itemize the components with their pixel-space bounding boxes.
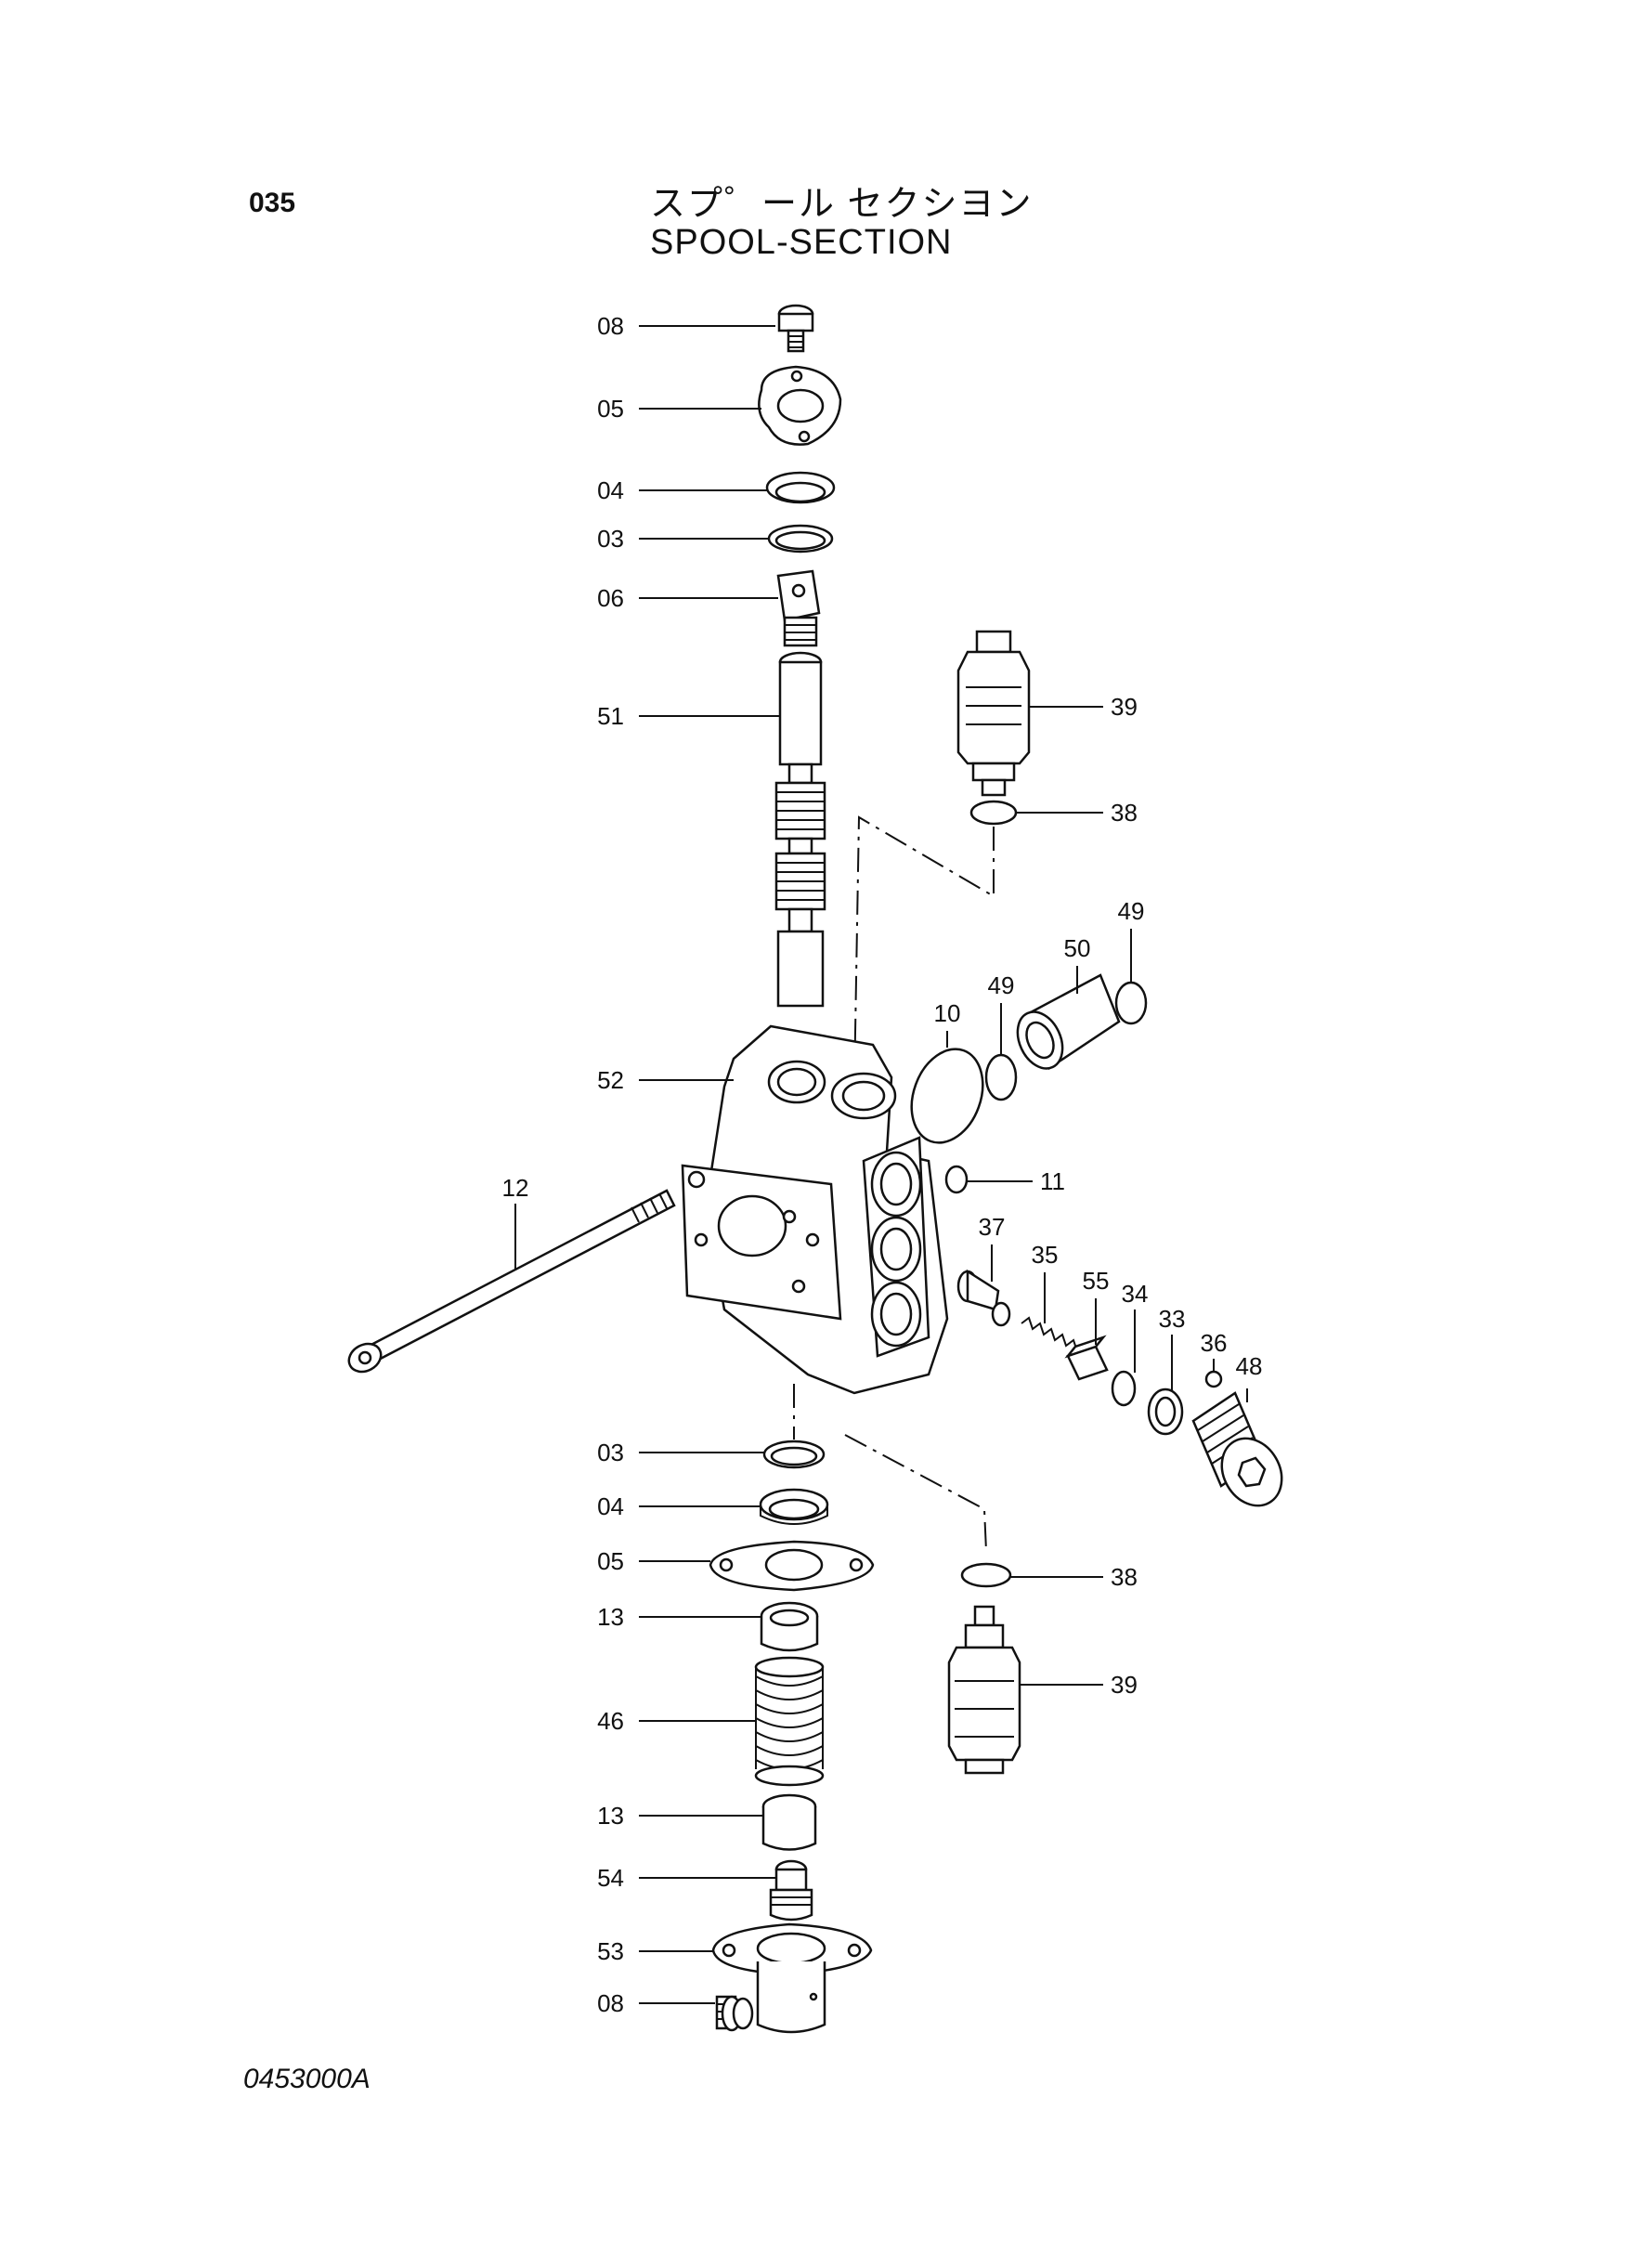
callout-13-lower: 13	[597, 1802, 624, 1830]
callout-11: 11	[1040, 1167, 1065, 1195]
part-04-bottom-seal	[759, 1488, 829, 1525]
part-10-o-ring	[910, 1048, 984, 1144]
callout-08-bottom: 08	[597, 1989, 624, 2017]
part-05-top-flange	[758, 365, 842, 446]
callout-06: 06	[597, 584, 624, 612]
part-54-stopper	[769, 1859, 813, 1922]
part-39-bottom-relief-valve	[947, 1605, 1021, 1775]
callout-51: 51	[597, 702, 624, 730]
part-53-cap	[711, 1922, 873, 2034]
callout-04-top: 04	[597, 476, 624, 504]
callout-49-left: 49	[988, 971, 1015, 999]
part-03-bottom-ring	[762, 1440, 826, 1469]
title-japanese: スプ゜ール セクシヨン	[650, 185, 1034, 224]
callout-33: 33	[1159, 1305, 1186, 1333]
part-48-plug	[1191, 1391, 1283, 1507]
callout-04-bottom: 04	[597, 1492, 624, 1520]
callout-46: 46	[597, 1707, 624, 1735]
part-52-valve-body	[681, 1024, 949, 1395]
part-38-bottom-o-ring	[960, 1562, 1012, 1588]
part-51-spool	[774, 651, 826, 1008]
callout-05-bottom: 05	[597, 1547, 624, 1575]
part-50-sleeve	[1016, 973, 1121, 1070]
part-11-small-o-ring	[944, 1165, 969, 1194]
callout-39-top: 39	[1111, 693, 1138, 721]
callout-38-bottom: 38	[1111, 1563, 1138, 1591]
callout-34: 34	[1122, 1280, 1149, 1308]
part-36-ball	[1204, 1370, 1223, 1388]
part-13-lower-retainer	[761, 1793, 817, 1851]
callout-03-top: 03	[597, 525, 624, 553]
page-number: 035	[249, 188, 296, 218]
callout-50: 50	[1064, 934, 1091, 962]
callout-12: 12	[502, 1174, 529, 1202]
part-12-long-bolt	[347, 1189, 676, 1374]
part-55-block	[1064, 1335, 1109, 1381]
part-49-right-o-ring	[1114, 981, 1148, 1025]
part-49-left-o-ring	[984, 1053, 1018, 1101]
part-35-spring	[1021, 1316, 1078, 1352]
part-34-o-ring	[1111, 1370, 1137, 1407]
part-06-spool-end	[776, 569, 821, 647]
part-46-spring	[754, 1656, 825, 1787]
drawing-code: 0453000A	[243, 2064, 371, 2094]
callout-35: 35	[1032, 1241, 1059, 1269]
callout-36: 36	[1201, 1329, 1228, 1357]
callout-48: 48	[1236, 1352, 1263, 1380]
callout-52: 52	[597, 1066, 624, 1094]
callout-54: 54	[597, 1864, 624, 1892]
callout-13-upper: 13	[597, 1603, 624, 1631]
part-05-bottom-flange	[709, 1540, 875, 1592]
callout-39-bottom: 39	[1111, 1671, 1138, 1699]
part-13-upper-retainer	[760, 1601, 819, 1652]
part-33-washer	[1147, 1388, 1184, 1436]
callout-03-bottom: 03	[597, 1439, 624, 1466]
part-37-plunger	[956, 1269, 1011, 1327]
part-38-top-o-ring	[969, 800, 1018, 826]
part-08-bottom-bolt	[715, 1995, 754, 2032]
part-08-top-bolt	[777, 304, 814, 353]
callout-55: 55	[1083, 1267, 1110, 1295]
callout-05-top: 05	[597, 395, 624, 423]
part-04-top-seal	[765, 471, 836, 504]
callout-08-top: 08	[597, 312, 624, 340]
title-english: SPOOL-SECTION	[650, 223, 953, 262]
callout-49-right: 49	[1118, 897, 1145, 925]
callout-37: 37	[979, 1213, 1006, 1241]
callout-10: 10	[934, 999, 961, 1027]
callout-38-top: 38	[1111, 799, 1138, 827]
part-39-top-relief-valve	[956, 630, 1031, 797]
callout-53: 53	[597, 1937, 624, 1965]
part-03-top-ring	[767, 524, 834, 554]
